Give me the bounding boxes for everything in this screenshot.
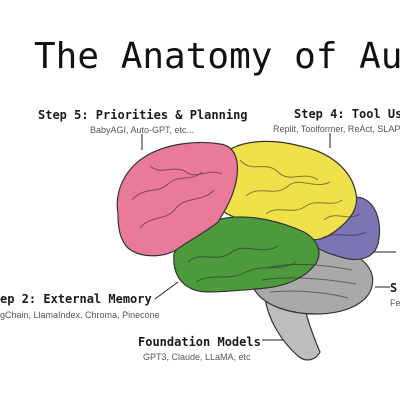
step-partial-label: S <box>390 281 398 295</box>
brain-folds <box>131 159 367 299</box>
brain-stem <box>264 295 321 361</box>
step4-label: Step 4: Tool Us <box>294 107 400 121</box>
step2-label: ep 2: External Memory <box>0 292 152 306</box>
step2-examples: gChain, LlamaIndex, Chroma, Pinecone <box>0 310 160 320</box>
step5-label: Step 5: Priorities & Planning <box>38 108 248 122</box>
temporal-lobe <box>173 216 320 293</box>
step-partial-examples: Fe <box>390 298 400 308</box>
foundation-models-label: Foundation Models <box>138 335 261 349</box>
page-title: The Anatomy of Au <box>34 36 400 77</box>
step4-examples: Replit, Toolformer, ReAct, SLAPA, <box>273 124 400 134</box>
frontal-lobe <box>116 141 239 257</box>
step5-examples: BabyAGI, Auto-GPT, etc... <box>90 125 195 135</box>
step2-connector <box>154 281 179 300</box>
foundation-models-examples: GPT3, Claude, LLaMA, etc <box>143 352 251 362</box>
